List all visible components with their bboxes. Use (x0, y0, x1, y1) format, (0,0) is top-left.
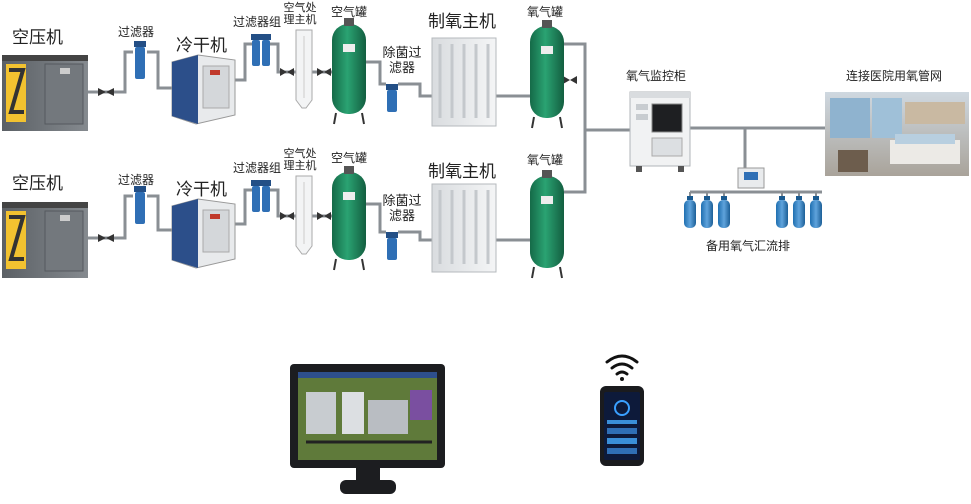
compressor-label: 空压机 (12, 28, 63, 48)
sterile-filter-label: 除菌过滤器 (382, 194, 422, 224)
oxygen-tank-unit (530, 20, 564, 129)
filter-group-unit (251, 180, 271, 212)
filter-group-label: 过滤器组 (233, 15, 282, 29)
oxygen-tank-label: 氧气罐 (527, 153, 564, 167)
oxygen-generator-label: 制氧主机 (428, 162, 496, 182)
air-treatment-unit (295, 29, 313, 109)
filter-label: 过滤器 (118, 25, 155, 39)
oxygen-tank-label: 氧气罐 (527, 5, 564, 19)
hospital-ward-image (825, 92, 969, 176)
sterile-filter-label: 除菌过滤器 (382, 46, 422, 76)
air-tank-label: 空气罐 (331, 5, 368, 19)
filter-label: 过滤器 (118, 173, 155, 187)
air-tank-unit (332, 166, 366, 271)
row-2-equipment (2, 166, 564, 279)
dryer-label: 冷干机 (176, 36, 227, 56)
smartphone-icon (600, 386, 644, 466)
air-treatment-label: 空气处理主机 (283, 1, 317, 26)
oxygen-monitor-cabinet (629, 91, 691, 172)
filter-unit (134, 186, 146, 224)
compressor-unit (2, 55, 88, 131)
hospital-network-label: 连接医院用氧管网 (846, 69, 943, 83)
compressor-unit (2, 202, 88, 278)
filter-group-label: 过滤器组 (233, 161, 282, 175)
sterile-filter-unit (386, 232, 398, 260)
dryer-unit (171, 198, 236, 269)
oxygen-generator-unit (431, 183, 497, 273)
computer-monitor-icon (290, 364, 445, 494)
oxygen-tank-unit (530, 170, 564, 279)
dryer-unit (171, 54, 236, 125)
oxygen-cylinder-icon (684, 200, 822, 228)
backup-manifold-label: 备用氧气汇流排 (706, 239, 791, 253)
dryer-label: 冷干机 (176, 180, 227, 200)
row-1-equipment (2, 18, 564, 131)
compressor-label: 空压机 (12, 174, 63, 194)
sterile-filter-unit (386, 84, 398, 112)
air-treatment-label: 空气处理主机 (283, 147, 317, 172)
filter-unit (134, 41, 146, 79)
air-treatment-unit (295, 175, 313, 255)
wifi-icon (605, 354, 639, 381)
oxygen-generator-label: 制氧主机 (428, 12, 496, 32)
monitor-cabinet-label: 氧气监控柜 (626, 69, 687, 83)
oxygen-generator-unit (431, 37, 497, 127)
valve-icon (98, 68, 577, 242)
air-tank-label: 空气罐 (331, 151, 368, 165)
backup-oxygen-manifold (684, 167, 822, 228)
filter-group-unit (251, 34, 271, 66)
air-tank-unit (332, 18, 366, 125)
